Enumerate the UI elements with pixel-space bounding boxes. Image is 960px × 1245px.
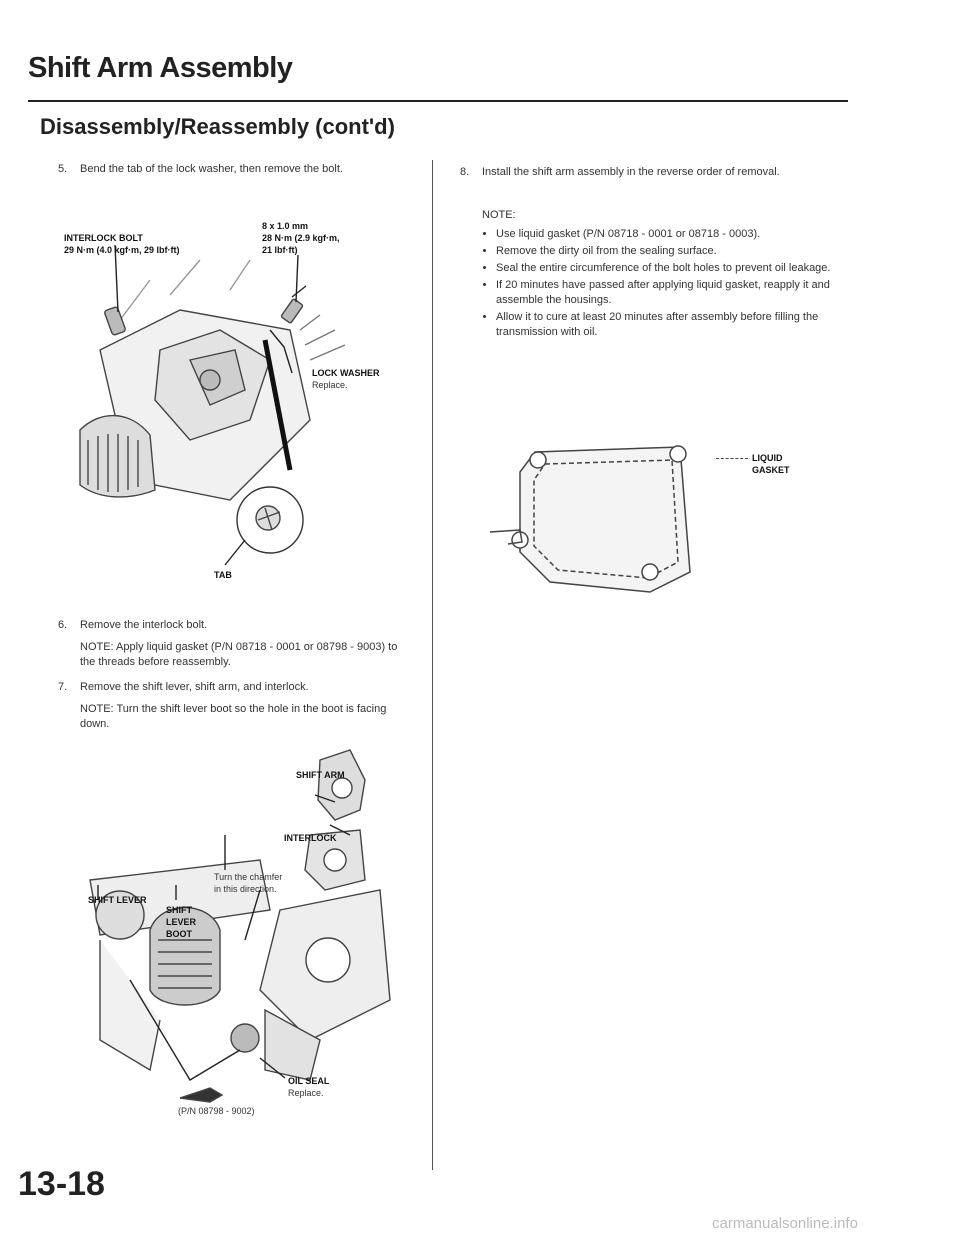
label-shift-lever-boot-2: LEVER [166,917,197,927]
legend-gasket: GASKET [752,465,790,475]
section-title: Disassembly/Reassembly (cont'd) [40,114,395,139]
step-text: Install the shift arm assembly in the re… [482,166,780,178]
legend-dash-sample [716,458,748,459]
label-grease-part-number: (P/N 08798 - 9002) [178,1106,255,1116]
label-bolt-torque: 28 N·m (2.9 kgf·m, [262,233,340,243]
label-interlock-torque: 29 N·m (4.0 kgf·m, 29 lbf·ft) [64,245,180,255]
label-interlock-bolt: INTERLOCK BOLT [64,233,143,243]
step-text: Remove the shift lever, shift arm, and i… [80,681,309,693]
lock-washer-illustration [79,244,346,566]
title-rule [28,100,848,102]
step-7: 7. Remove the shift lever, shift arm, an… [58,680,410,695]
figure-lock-washer [60,200,390,600]
label-oil-seal-replace: Replace. [288,1088,324,1098]
page-number: 13-18 [18,1165,105,1203]
gasket-outline-illustration [489,445,691,593]
label-bolt-torque-cont: 21 lbf·ft) [262,245,298,255]
watermark: carmanualsonline.info [712,1215,858,1232]
label-interlock: INTERLOCK [284,833,337,843]
page-title: Shift Arm Assembly [28,52,293,84]
step-number: 5. [58,163,68,175]
label-tab: TAB [214,570,232,580]
shift-lever-illustration [89,749,391,1103]
label-shift-lever-boot-1: SHIFT [166,905,192,915]
note-item: Allow it to cure at least 20 minutes aft… [496,310,842,340]
step-text: Bend the tab of the lock washer, then re… [80,163,343,175]
step-8: 8. Install the shift arm assembly in the… [460,165,842,180]
step-6: 6. Remove the interlock bolt. [58,618,410,633]
step-7-note: NOTE: Turn the shift lever boot so the h… [80,703,387,730]
legend-liquid: LIQUID [752,453,783,463]
note-item: Use liquid gasket (P/N 08718 - 0001 or 0… [496,227,842,242]
step-number: 8. [460,166,470,178]
label-oil-seal: OIL SEAL [288,1076,330,1086]
note-item: If 20 minutes have passed after applying… [496,278,842,308]
notes-list: Use liquid gasket (P/N 08718 - 0001 or 0… [482,227,842,340]
step-text: Remove the interlock bolt. [80,619,208,631]
notes-heading: NOTE: [482,209,516,221]
label-shift-lever: SHIFT LEVER [88,895,147,905]
label-turn-direction: in this direction. [214,884,277,894]
figure-shift-lever [60,740,400,1130]
step-5: 5. Bend the tab of the lock washer, then… [58,162,380,177]
step-number: 6. [58,619,68,631]
label-turn-chamfer: Turn the chamfer [214,872,283,882]
label-shift-lever-boot-3: BOOT [166,929,192,939]
label-bolt-size: 8 x 1.0 mm [262,221,309,231]
note-item: Seal the entire circumference of the bol… [496,261,842,276]
label-lock-washer-replace: Replace. [312,380,348,390]
note-item: Remove the dirty oil from the sealing su… [496,244,842,259]
step-8-notes: NOTE: Use liquid gasket (P/N 08718 - 000… [482,208,842,342]
label-shift-arm: SHIFT ARM [296,770,345,780]
step-number: 7. [58,681,68,693]
label-lock-washer: LOCK WASHER [312,368,380,378]
step-6-note: NOTE: Apply liquid gasket (P/N 08718 - 0… [80,641,398,668]
figure-liquid-gasket [480,432,700,602]
column-divider [432,160,433,1170]
